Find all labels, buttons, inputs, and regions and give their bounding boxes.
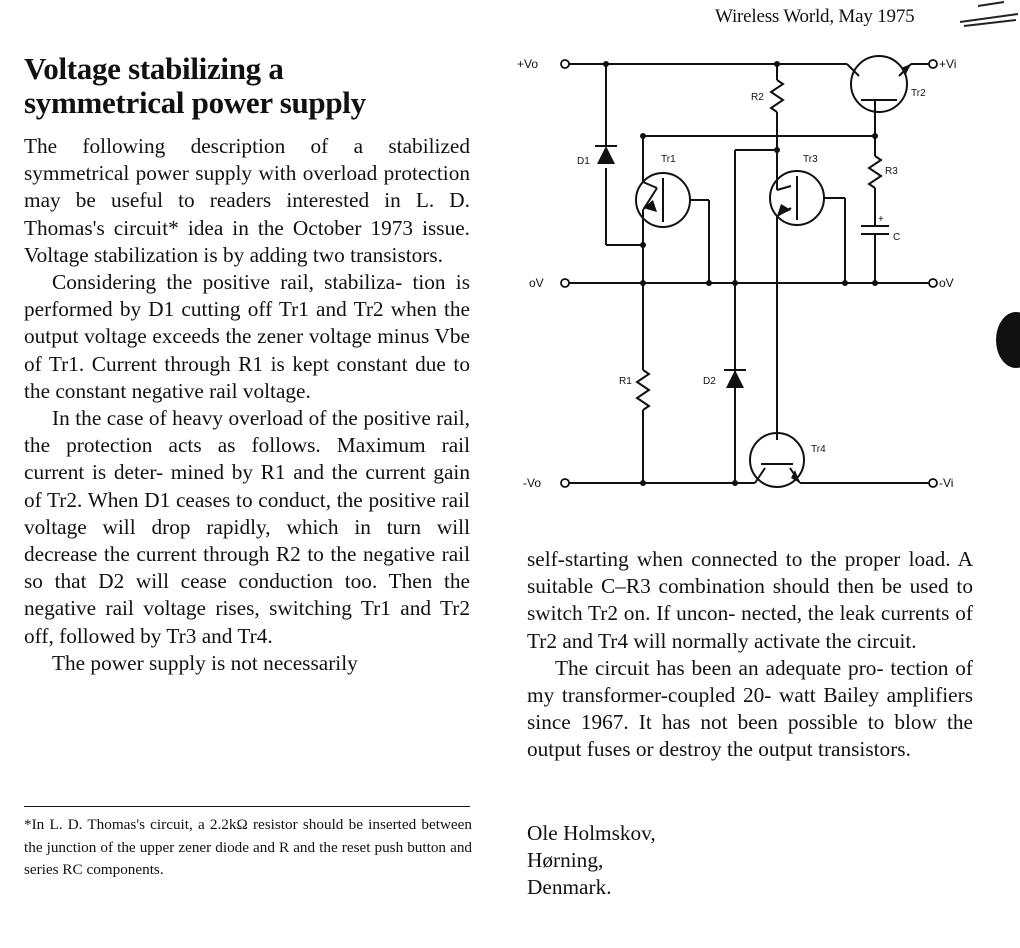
text-line: self-starting when connected to the prop… <box>527 547 901 571</box>
author-town: Hørning, <box>527 848 604 873</box>
text-line: mined by R1 and the current gain of Tr2. <box>24 460 470 512</box>
paragraph-self-starting: self-starting when connected to the prop… <box>527 546 973 655</box>
text-line: constant negative rail voltage. <box>55 378 311 403</box>
label-c: C <box>893 232 900 243</box>
text-line: not been possible to blow the output <box>527 710 973 762</box>
text-line: When D1 ceases to conduct, the positive <box>87 487 436 512</box>
author-name: Ole Holmskov, <box>527 821 656 845</box>
paragraph-overload: In the case of heavy overload of the pos… <box>24 405 470 650</box>
text-line: followed by Tr3 and Tr4. <box>59 623 273 648</box>
label-tr3: Tr3 <box>803 154 818 165</box>
text-line: idea in the October 1973 issue. Voltage <box>24 215 471 267</box>
text-line: nected, the leak currents of Tr2 and Tr4 <box>527 601 973 653</box>
left-column: The following description of a stabilize… <box>24 133 470 677</box>
scan-hole-mark <box>996 312 1020 368</box>
text-line: Considering the positive rail, stabiliza… <box>52 270 403 295</box>
label-r1: R1 <box>619 376 632 387</box>
terminal-plus-vo: +Vo <box>517 57 538 71</box>
paragraph-positive-rail: Considering the positive rail, stabiliza… <box>24 269 470 405</box>
title-line-2: symmetrical power supply <box>24 85 366 120</box>
right-column: self-starting when connected to the prop… <box>527 546 973 764</box>
label-r2: R2 <box>751 92 764 103</box>
footnote-line: be inserted between the junction of the … <box>24 816 473 856</box>
text-line: interested in L. D. Thomas's circuit* <box>24 188 470 240</box>
terminal-minus-vi: -Vi <box>939 476 953 490</box>
text-line: The following description of a stabilize… <box>24 134 470 158</box>
label-r3: R3 <box>885 166 898 177</box>
text-line: watt Bailey amplifiers since 1967. It ha… <box>527 683 973 735</box>
label-tr4: Tr4 <box>811 444 826 455</box>
text-line: voltage rises, switching Tr1 and Tr2 off… <box>24 596 471 648</box>
text-line: conduction too. Then the negative rail <box>24 569 470 621</box>
label-tr1: Tr1 <box>661 154 676 165</box>
text-line: positive rail, the protection acts as <box>24 406 471 458</box>
journal-header: Wireless World, May 1975 <box>715 6 915 27</box>
text-line: tection of my transformer-coupled 20- <box>527 655 973 708</box>
text-line: protection may be useful to readers <box>24 161 470 213</box>
footnote: *In L. D. Thomas's circuit, a 2.2kΩ resi… <box>24 814 472 882</box>
text-line: then be used to switch Tr2 on. If uncon- <box>527 574 974 626</box>
text-line: The power supply is not necessarily <box>52 650 358 675</box>
text-line: rail voltage will drop rapidly, which in <box>24 487 470 539</box>
title-line-1: Voltage stabilizing a <box>24 51 284 86</box>
scan-pen-mark <box>959 1 1019 27</box>
terminal-plus-vi: +Vi <box>939 57 956 71</box>
paragraph-intro: The following description of a stabilize… <box>24 133 470 269</box>
text-line: The circuit has been an adequate pro- <box>555 655 884 680</box>
text-line: tion is performed by D1 cutting off Tr1 … <box>24 270 471 322</box>
text-line: to the negative rail so that D2 will cea… <box>24 542 471 594</box>
text-line: turn will decrease the current through R… <box>24 514 471 567</box>
label-c-plus: + <box>878 214 884 225</box>
terminal-zero-v-left: oV <box>529 276 544 290</box>
paragraph-power-supply: The power supply is not necessarily <box>24 650 470 677</box>
author-signature: Ole Holmskov, Hørning, Denmark. <box>527 820 656 902</box>
article-title: Voltage stabilizing a symmetrical power … <box>24 52 494 120</box>
footnote-line: RC components. <box>62 861 164 878</box>
text-line: load. A suitable C–R3 combination should <box>527 547 973 599</box>
paragraph-conclusion: The circuit has been an adequate pro- te… <box>527 655 973 764</box>
text-line: fuses or destroy the output transistors. <box>586 737 911 762</box>
terminal-zero-v-right: oV <box>939 276 954 290</box>
text-line: symmetrical power supply with overload <box>24 161 378 186</box>
label-d2: D2 <box>703 376 716 387</box>
footnote-line: *In L. D. Thomas's circuit, a 2.2kΩ resi… <box>24 816 344 833</box>
text-line: will normally activate the circuit. <box>633 628 917 653</box>
label-tr2: Tr2 <box>911 88 926 99</box>
text-line: follows. Maximum rail current is deter- <box>24 433 470 485</box>
text-line: Tr2 when the output voltage exceeds the <box>24 297 470 349</box>
terminal-minus-vo: -Vo <box>523 476 541 490</box>
text-line: In the case of heavy overload of the <box>52 406 358 431</box>
label-d1: D1 <box>577 156 590 167</box>
footnote-rule <box>24 806 470 807</box>
circuit-diagram: +Vo +Vi oV oV -Vo -Vi R1 R2 R3 C + D1 D2… <box>517 55 956 490</box>
text-line: zener voltage minus Vbe of Tr1. Current <box>24 324 471 376</box>
footnote-line: diode and R and the reset push button an… <box>24 838 473 879</box>
text-line: stabilization is by adding two transisto… <box>94 242 443 267</box>
author-country: Denmark. <box>527 875 612 900</box>
text-line: through R1 is kept constant due to the <box>24 351 470 403</box>
